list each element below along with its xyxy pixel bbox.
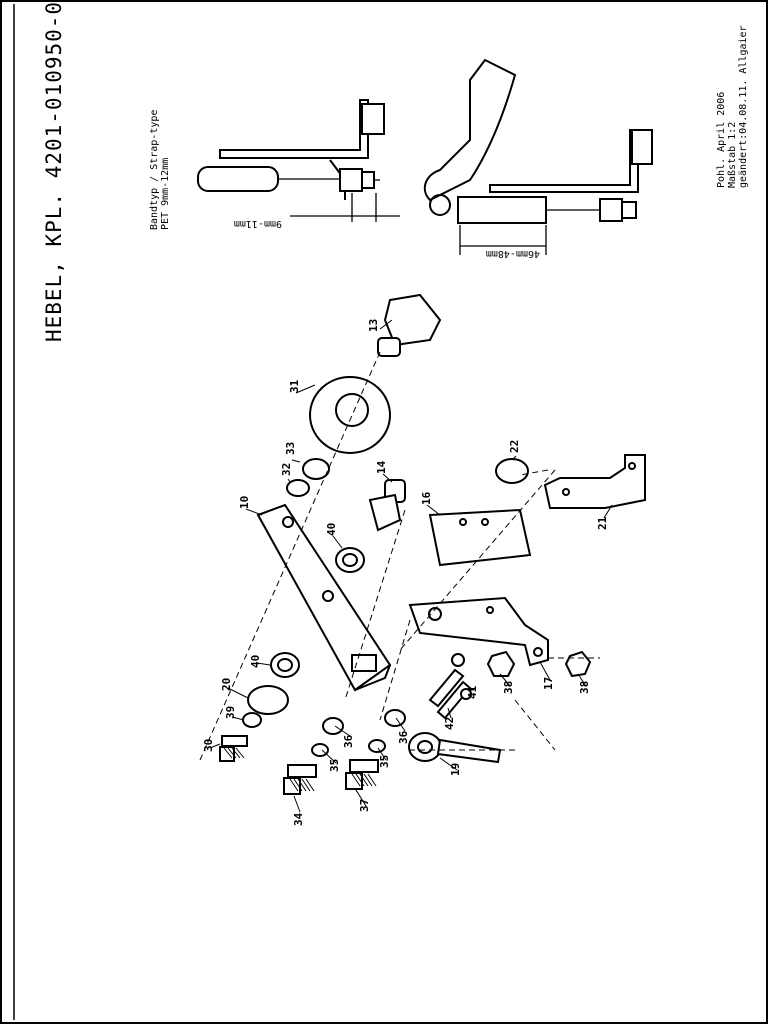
callout-13: 13 [367,319,380,332]
callout-36-left: 36 [342,734,355,748]
drawing-revision: geändert:04.08.11. Allgaier [738,25,749,188]
callout-21: 21 [596,516,609,530]
callout-42: 42 [443,717,456,730]
thread-hatching [223,747,377,792]
callout-33: 33 [284,442,297,455]
callout-41: 41 [466,685,479,699]
callout-14: 14 [375,460,388,474]
callout-10: 10 [238,496,251,509]
callout-31: 31 [288,379,301,393]
callout-leaders [209,319,613,813]
callout-35-right: 35 [378,755,391,768]
drawing-title: HEBEL, KPL. 4201-010950-00 [42,0,66,342]
callout-17: 17 [542,677,555,690]
callout-37: 37 [358,799,371,812]
callout-22: 22 [508,440,521,453]
assembly-axis-lines [199,351,600,761]
exploded-parts [219,293,646,795]
drawing-author-date: Pohl. April 2006 [716,92,727,188]
callout-38-right: 38 [578,681,591,694]
strap-detail-lower: 46mm-48mm [423,58,653,259]
strap-detail-upper: 9mm-11mm [197,99,400,229]
callout-19: 19 [449,763,462,776]
callout-30: 30 [202,739,215,752]
strap-size-label: PET 9mm-12mm [160,158,171,230]
dimension-upper: 9mm-11mm [234,218,282,229]
callout-40-lower: 40 [249,655,262,668]
callout-20: 20 [220,678,233,691]
callout-38-left: 38 [502,681,515,694]
callout-35-left: 35 [328,759,341,772]
callout-32: 32 [280,463,293,476]
drawing-scale: Maßstab 1:2 [727,122,738,188]
callout-36-right: 36 [397,730,410,744]
callout-39: 39 [224,706,237,719]
callout-34: 34 [292,812,305,826]
dimension-lower: 46mm-48mm [486,248,540,259]
strap-type-label: Bandtyp / Strap-type [149,110,160,230]
callout-40-upper: 40 [325,523,338,536]
callout-16: 16 [420,491,433,505]
